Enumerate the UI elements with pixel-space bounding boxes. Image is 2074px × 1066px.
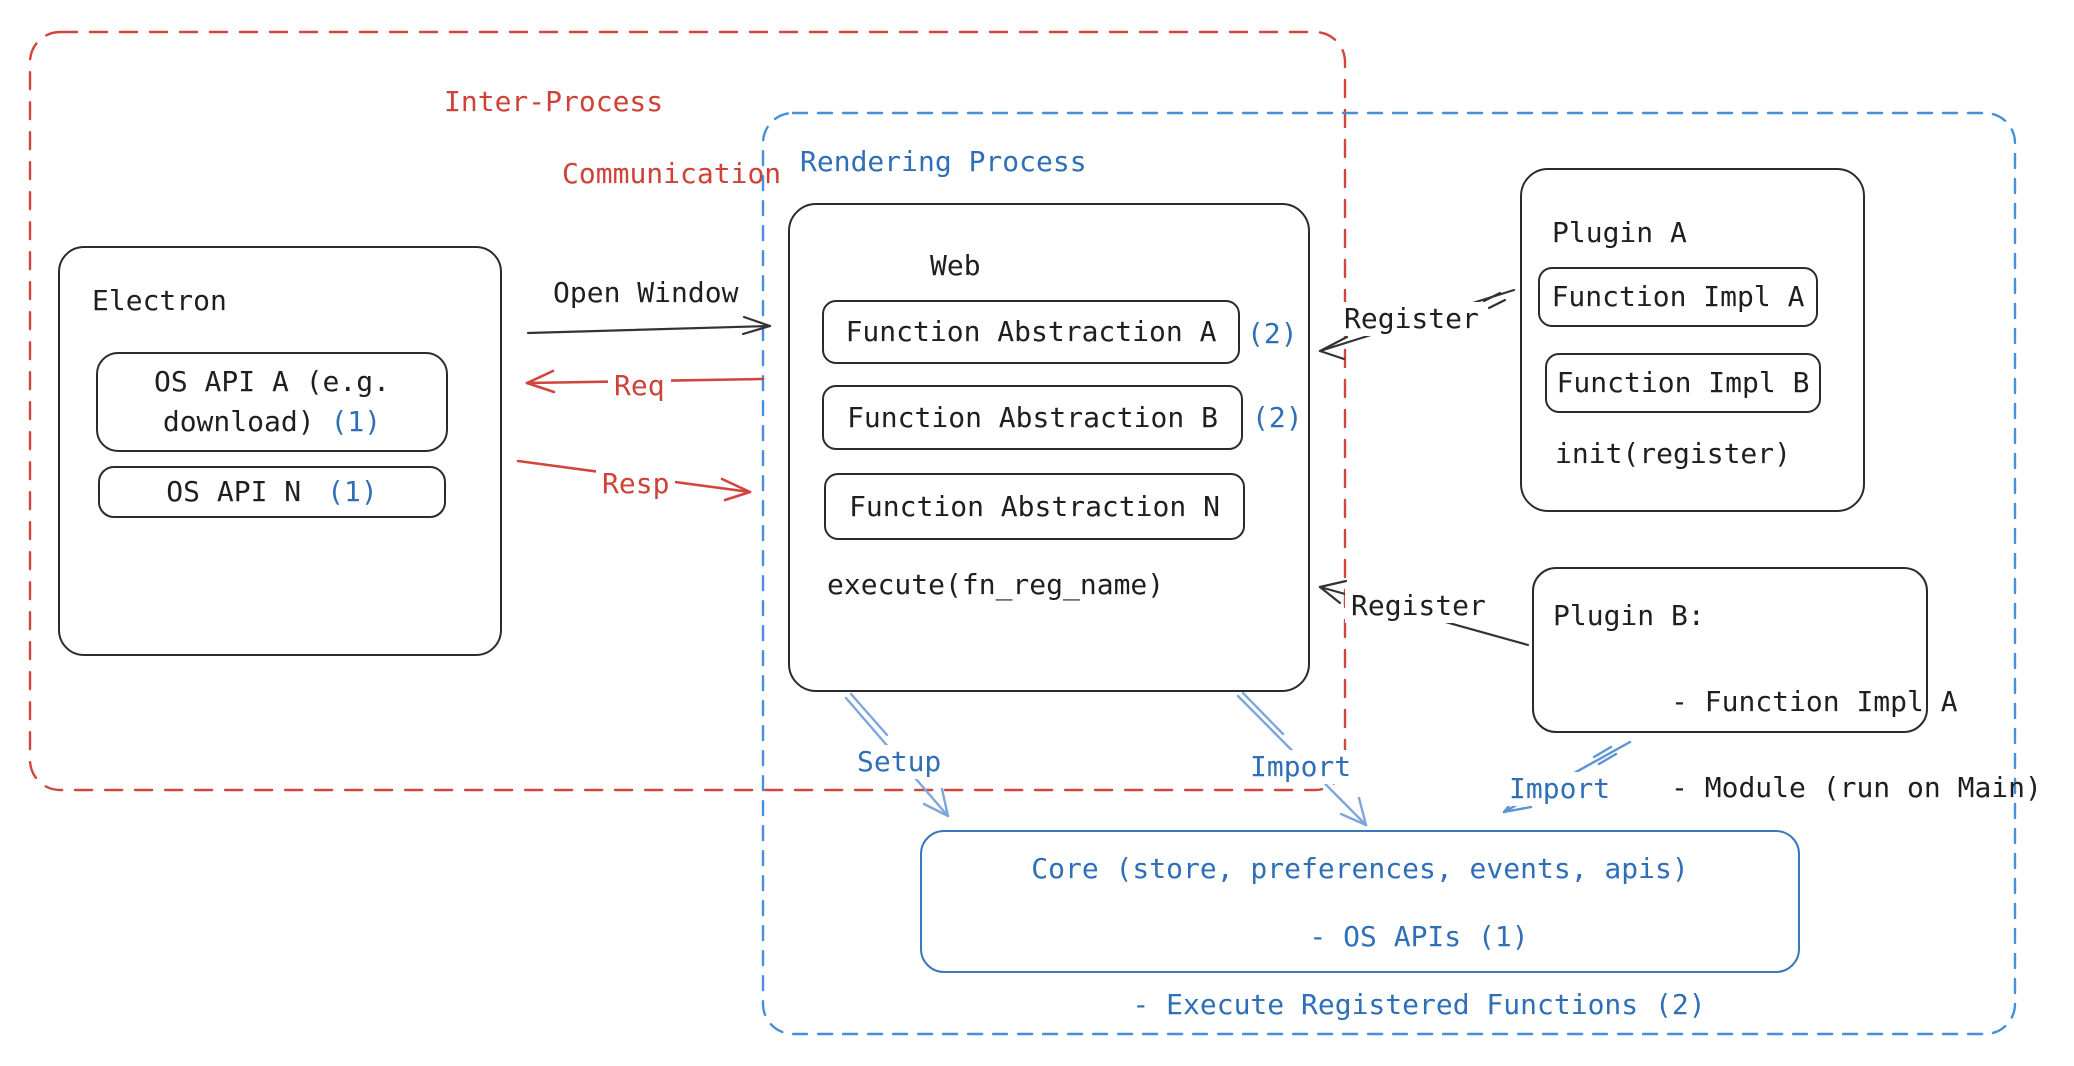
register-bottom-label: Register [1345,589,1492,623]
open-window-label: Open Window [553,276,739,309]
req-label: Req [608,369,671,403]
function-impl-b-label: Function Impl B [1556,366,1810,399]
setup-label: Setup [851,745,948,779]
register-top-label: Register [1338,302,1485,336]
function-abstraction-n-label: Function Abstraction N [849,489,1220,523]
function-impl-a-box: Function Impl A [1538,267,1818,327]
os-api-a-badge: (1) [330,405,382,438]
web-title: Web [930,249,981,282]
fa-b-badge: (2) [1252,401,1303,434]
ipc-label-line2: Communication [562,157,782,190]
plugin-b-line3: - Module (run on Main) [1671,771,2042,804]
init-register-label: init(register) [1555,437,1792,470]
os-api-n-label: OS API N [166,475,302,508]
electron-box [58,246,502,656]
fa-a-badge: (2) [1247,317,1298,350]
os-api-a-box: OS API A (e.g. download) (1) [96,352,448,452]
plugin-b-text: Plugin B: - Function Impl A - Module (ru… [1553,599,2042,804]
os-api-a-line2: download) [162,405,315,438]
open-window-arrow [526,315,772,336]
web-box [788,203,1310,692]
rendering-process-label: Rendering Process [800,145,1087,178]
function-abstraction-b-box: Function Abstraction B [822,385,1243,450]
electron-title: Electron [92,284,227,317]
function-abstraction-b-label: Function Abstraction B [847,400,1218,434]
plugin-a-box [1520,168,1865,512]
core-line3: - Execute Registered Functions (2) [1132,988,1706,1021]
execute-label: execute(fn_reg_name) [827,568,1165,601]
import-web-label: Import [1244,750,1358,784]
import-plugin-label: Import [1503,772,1617,806]
resp-label: Resp [596,467,676,501]
function-abstraction-a-label: Function Abstraction A [845,315,1217,348]
function-abstraction-a-box: Function Abstraction A [822,300,1240,364]
core-box [920,830,1800,973]
os-api-n-badge: (1) [327,475,378,508]
plugin-b-line2: - Function Impl A [1671,685,1958,718]
os-api-a-line1: OS API A (e.g. [153,365,390,398]
ipc-label: Inter-Process Communication [444,85,782,190]
os-api-n-box: OS API N (1) [98,466,446,518]
plugin-a-title: Plugin A [1552,216,1687,249]
function-abstraction-n-box: Function Abstraction N [824,473,1245,540]
function-impl-a-label: Function Impl A [1551,280,1805,313]
core-text: Core (store, preferences, events, apis) … [1031,852,1706,1021]
core-line2: - OS APIs (1) [1309,920,1529,953]
function-impl-b-box: Function Impl B [1545,353,1821,413]
plugin-b-box [1532,567,1928,733]
